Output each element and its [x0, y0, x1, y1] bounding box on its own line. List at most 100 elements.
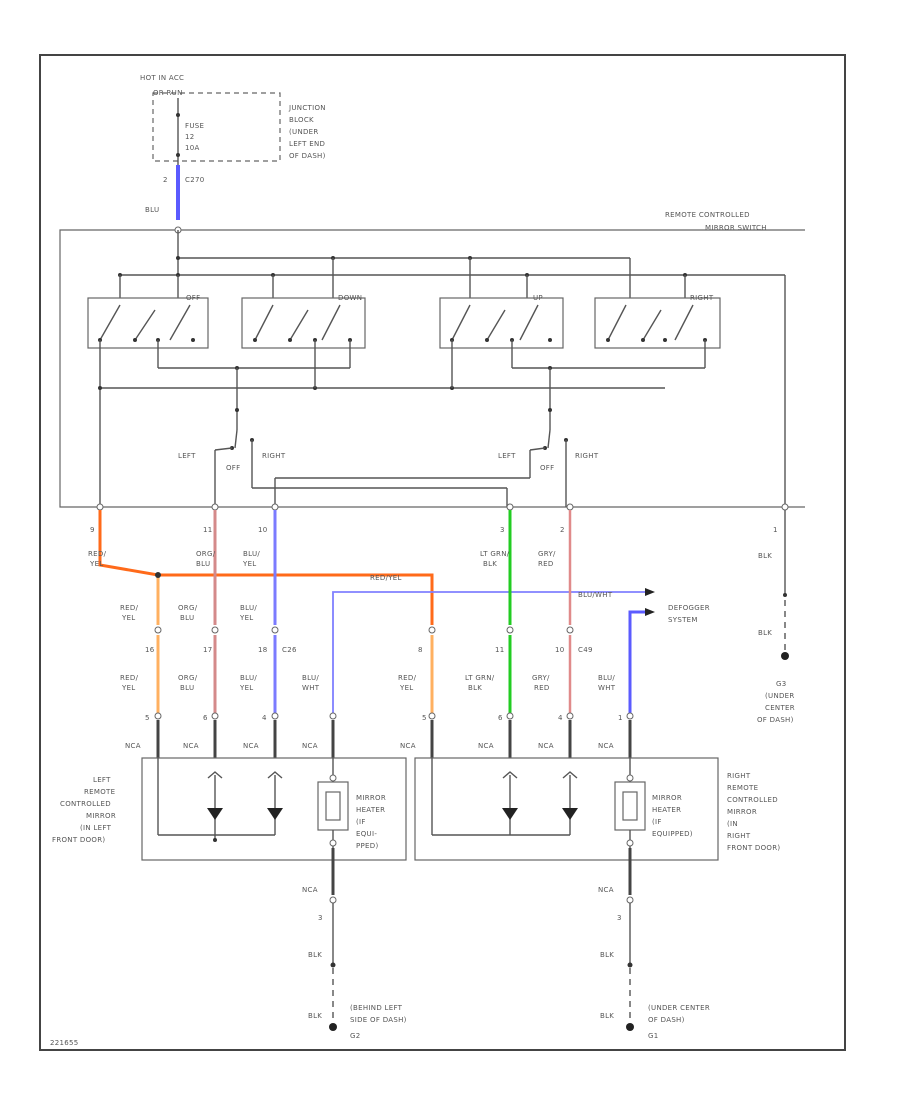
svg-text:4: 4 [558, 714, 563, 722]
right-heater-ground-wire: NCA 3 BLK BLK [598, 848, 634, 1022]
svg-text:RED/: RED/ [120, 674, 139, 682]
svg-text:WHT: WHT [598, 684, 616, 692]
pin-2: 2 [560, 526, 565, 534]
svg-text:GRY/: GRY/ [538, 550, 556, 558]
svg-text:DEFOGGER: DEFOGGER [668, 604, 710, 612]
switch-section-off: OFF [87, 294, 209, 349]
svg-text:BLK: BLK [758, 629, 772, 637]
left-label-1: LEFT [178, 452, 196, 460]
svg-text:8: 8 [418, 646, 423, 654]
svg-text:RIGHT: RIGHT [727, 832, 751, 840]
svg-text:(IN LEFT: (IN LEFT [80, 824, 112, 832]
svg-text:NCA: NCA [302, 742, 318, 750]
mirror-switch-outline [59, 229, 805, 508]
red-yel-mid-label: RED/YEL [370, 574, 402, 582]
svg-text:LEFT: LEFT [93, 776, 111, 784]
svg-text:OF DASH): OF DASH) [289, 152, 326, 160]
ground-g1-icon [626, 1023, 634, 1031]
svg-text:NCA: NCA [183, 742, 199, 750]
svg-text:BLK: BLK [483, 560, 497, 568]
svg-text:PPED): PPED) [356, 842, 379, 850]
svg-text:3: 3 [318, 914, 323, 922]
svg-text:WHT: WHT [302, 684, 320, 692]
svg-text:17: 17 [203, 646, 213, 654]
left-mirror-outline [141, 757, 407, 861]
svg-text:(UNDER: (UNDER [765, 692, 795, 700]
svg-text:G3: G3 [776, 680, 786, 688]
svg-text:RED/: RED/ [120, 604, 139, 612]
svg-text:EQUIPPED): EQUIPPED) [652, 830, 693, 838]
svg-text:BLK: BLK [468, 684, 482, 692]
svg-text:MIRROR: MIRROR [652, 794, 682, 802]
svg-text:YEL: YEL [121, 614, 136, 622]
svg-text:BLU/: BLU/ [598, 674, 615, 682]
svg-text:NCA: NCA [538, 742, 554, 750]
svg-text:BLOCK: BLOCK [289, 116, 314, 124]
svg-text:EQUI-: EQUI- [356, 830, 377, 838]
svg-text:OF DASH): OF DASH) [648, 1016, 685, 1024]
svg-text:NCA: NCA [243, 742, 259, 750]
svg-text:RED: RED [534, 684, 550, 692]
figure-id: 221655 [50, 1039, 79, 1047]
svg-text:6: 6 [203, 714, 208, 722]
switch-section-up: UP [439, 294, 564, 349]
svg-text:RIGHT: RIGHT [727, 772, 751, 780]
svg-text:5: 5 [145, 714, 150, 722]
svg-text:YEL: YEL [239, 614, 254, 622]
svg-text:(IF: (IF [652, 818, 662, 826]
switch-section-right: RIGHT [594, 294, 721, 349]
svg-text:RED/: RED/ [398, 674, 417, 682]
svg-text:BLU: BLU [180, 614, 194, 622]
ground-g2-icon [329, 1023, 337, 1031]
svg-text:BLU/: BLU/ [302, 674, 319, 682]
hot-in-label: HOT IN ACC [140, 74, 184, 82]
svg-text:4: 4 [262, 714, 267, 722]
sw-right-label: RIGHT [690, 294, 714, 302]
right-label-1: RIGHT [262, 452, 286, 460]
ground-g2-label: (BEHIND LEFT SIDE OF DASH) G2 [350, 1004, 406, 1040]
svg-text:10: 10 [555, 646, 565, 654]
sw-up-label: UP [533, 294, 543, 302]
pin-3: 3 [500, 526, 505, 534]
pin-11: 11 [203, 526, 213, 534]
svg-text:3: 3 [617, 914, 622, 922]
mirror-switch-title: REMOTE CONTROLLED MIRROR SWITCH [665, 211, 767, 232]
left-mirror-motor-icon [207, 808, 283, 820]
svg-text:RED/: RED/ [88, 550, 107, 558]
defogger-system-label: DEFOGGER SYSTEM [668, 604, 710, 624]
svg-text:HEATER: HEATER [652, 806, 681, 814]
svg-text:1: 1 [618, 714, 623, 722]
svg-text:SYSTEM: SYSTEM [668, 616, 698, 624]
blu-wht-mid-label: BLU/WHT [578, 591, 613, 599]
left-heater-ground-wire: NCA 3 BLK BLK [302, 848, 337, 1022]
svg-text:BLK: BLK [308, 1012, 322, 1020]
c26-label: C26 [282, 646, 297, 654]
svg-text:11: 11 [495, 646, 505, 654]
pin-10: 10 [258, 526, 268, 534]
left-mirror-label: LEFT REMOTE CONTROLLED MIRROR (IN LEFT F… [52, 776, 116, 844]
svg-text:(BEHIND LEFT: (BEHIND LEFT [350, 1004, 403, 1012]
svg-text:18: 18 [258, 646, 268, 654]
svg-text:16: 16 [145, 646, 155, 654]
svg-text:(UNDER: (UNDER [289, 128, 319, 136]
right-label-2: RIGHT [575, 452, 599, 460]
svg-text:JUNCTION: JUNCTION [288, 104, 326, 112]
svg-text:FRONT DOOR): FRONT DOOR) [727, 844, 780, 852]
left-mirror-heater-icon [317, 758, 349, 848]
svg-text:NCA: NCA [598, 886, 614, 894]
svg-text:YEL: YEL [399, 684, 414, 692]
svg-text:BLK: BLK [308, 951, 322, 959]
svg-text:CONTROLLED: CONTROLLED [60, 800, 111, 808]
svg-text:LT GRN/: LT GRN/ [480, 550, 510, 558]
sw-off-label: OFF [186, 294, 200, 302]
svg-text:BLU/: BLU/ [243, 550, 260, 558]
svg-text:MIRROR SWITCH: MIRROR SWITCH [705, 224, 767, 232]
svg-text:NCA: NCA [400, 742, 416, 750]
svg-text:NCA: NCA [598, 742, 614, 750]
svg-text:LT GRN/: LT GRN/ [465, 674, 495, 682]
switch-section-down: DOWN [241, 294, 366, 349]
svg-text:BLK: BLK [600, 1012, 614, 1020]
svg-text:YEL: YEL [121, 684, 136, 692]
svg-text:YEL: YEL [239, 684, 254, 692]
